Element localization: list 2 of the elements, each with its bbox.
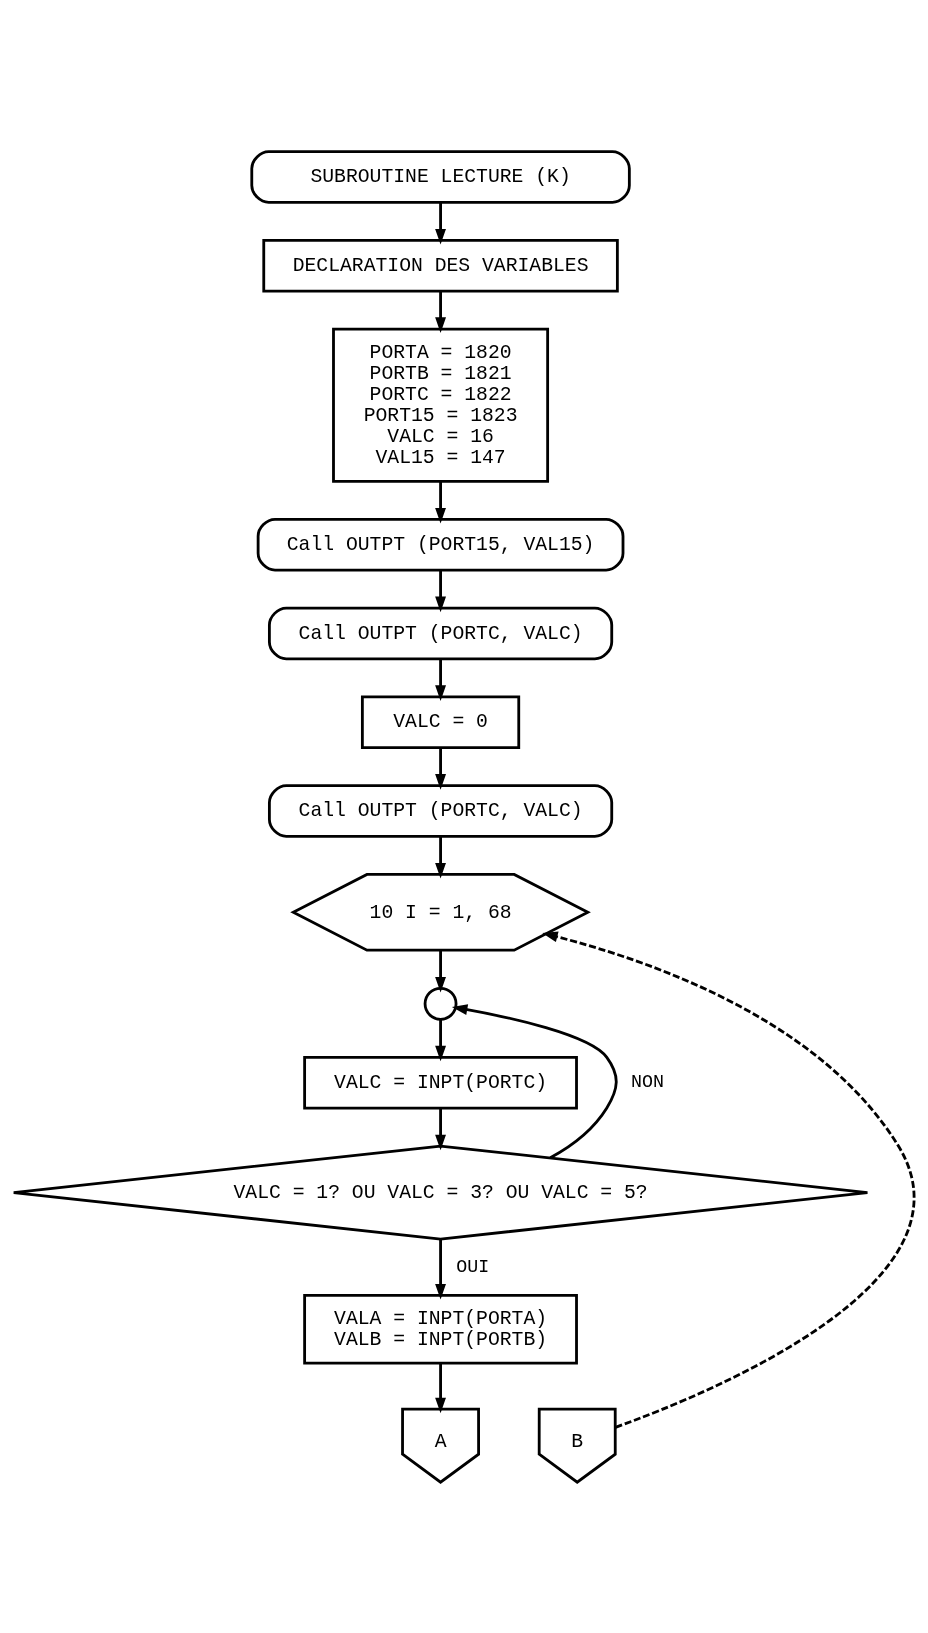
edge-label: NON — [631, 1071, 664, 1092]
edge-label: OUI — [456, 1256, 490, 1277]
